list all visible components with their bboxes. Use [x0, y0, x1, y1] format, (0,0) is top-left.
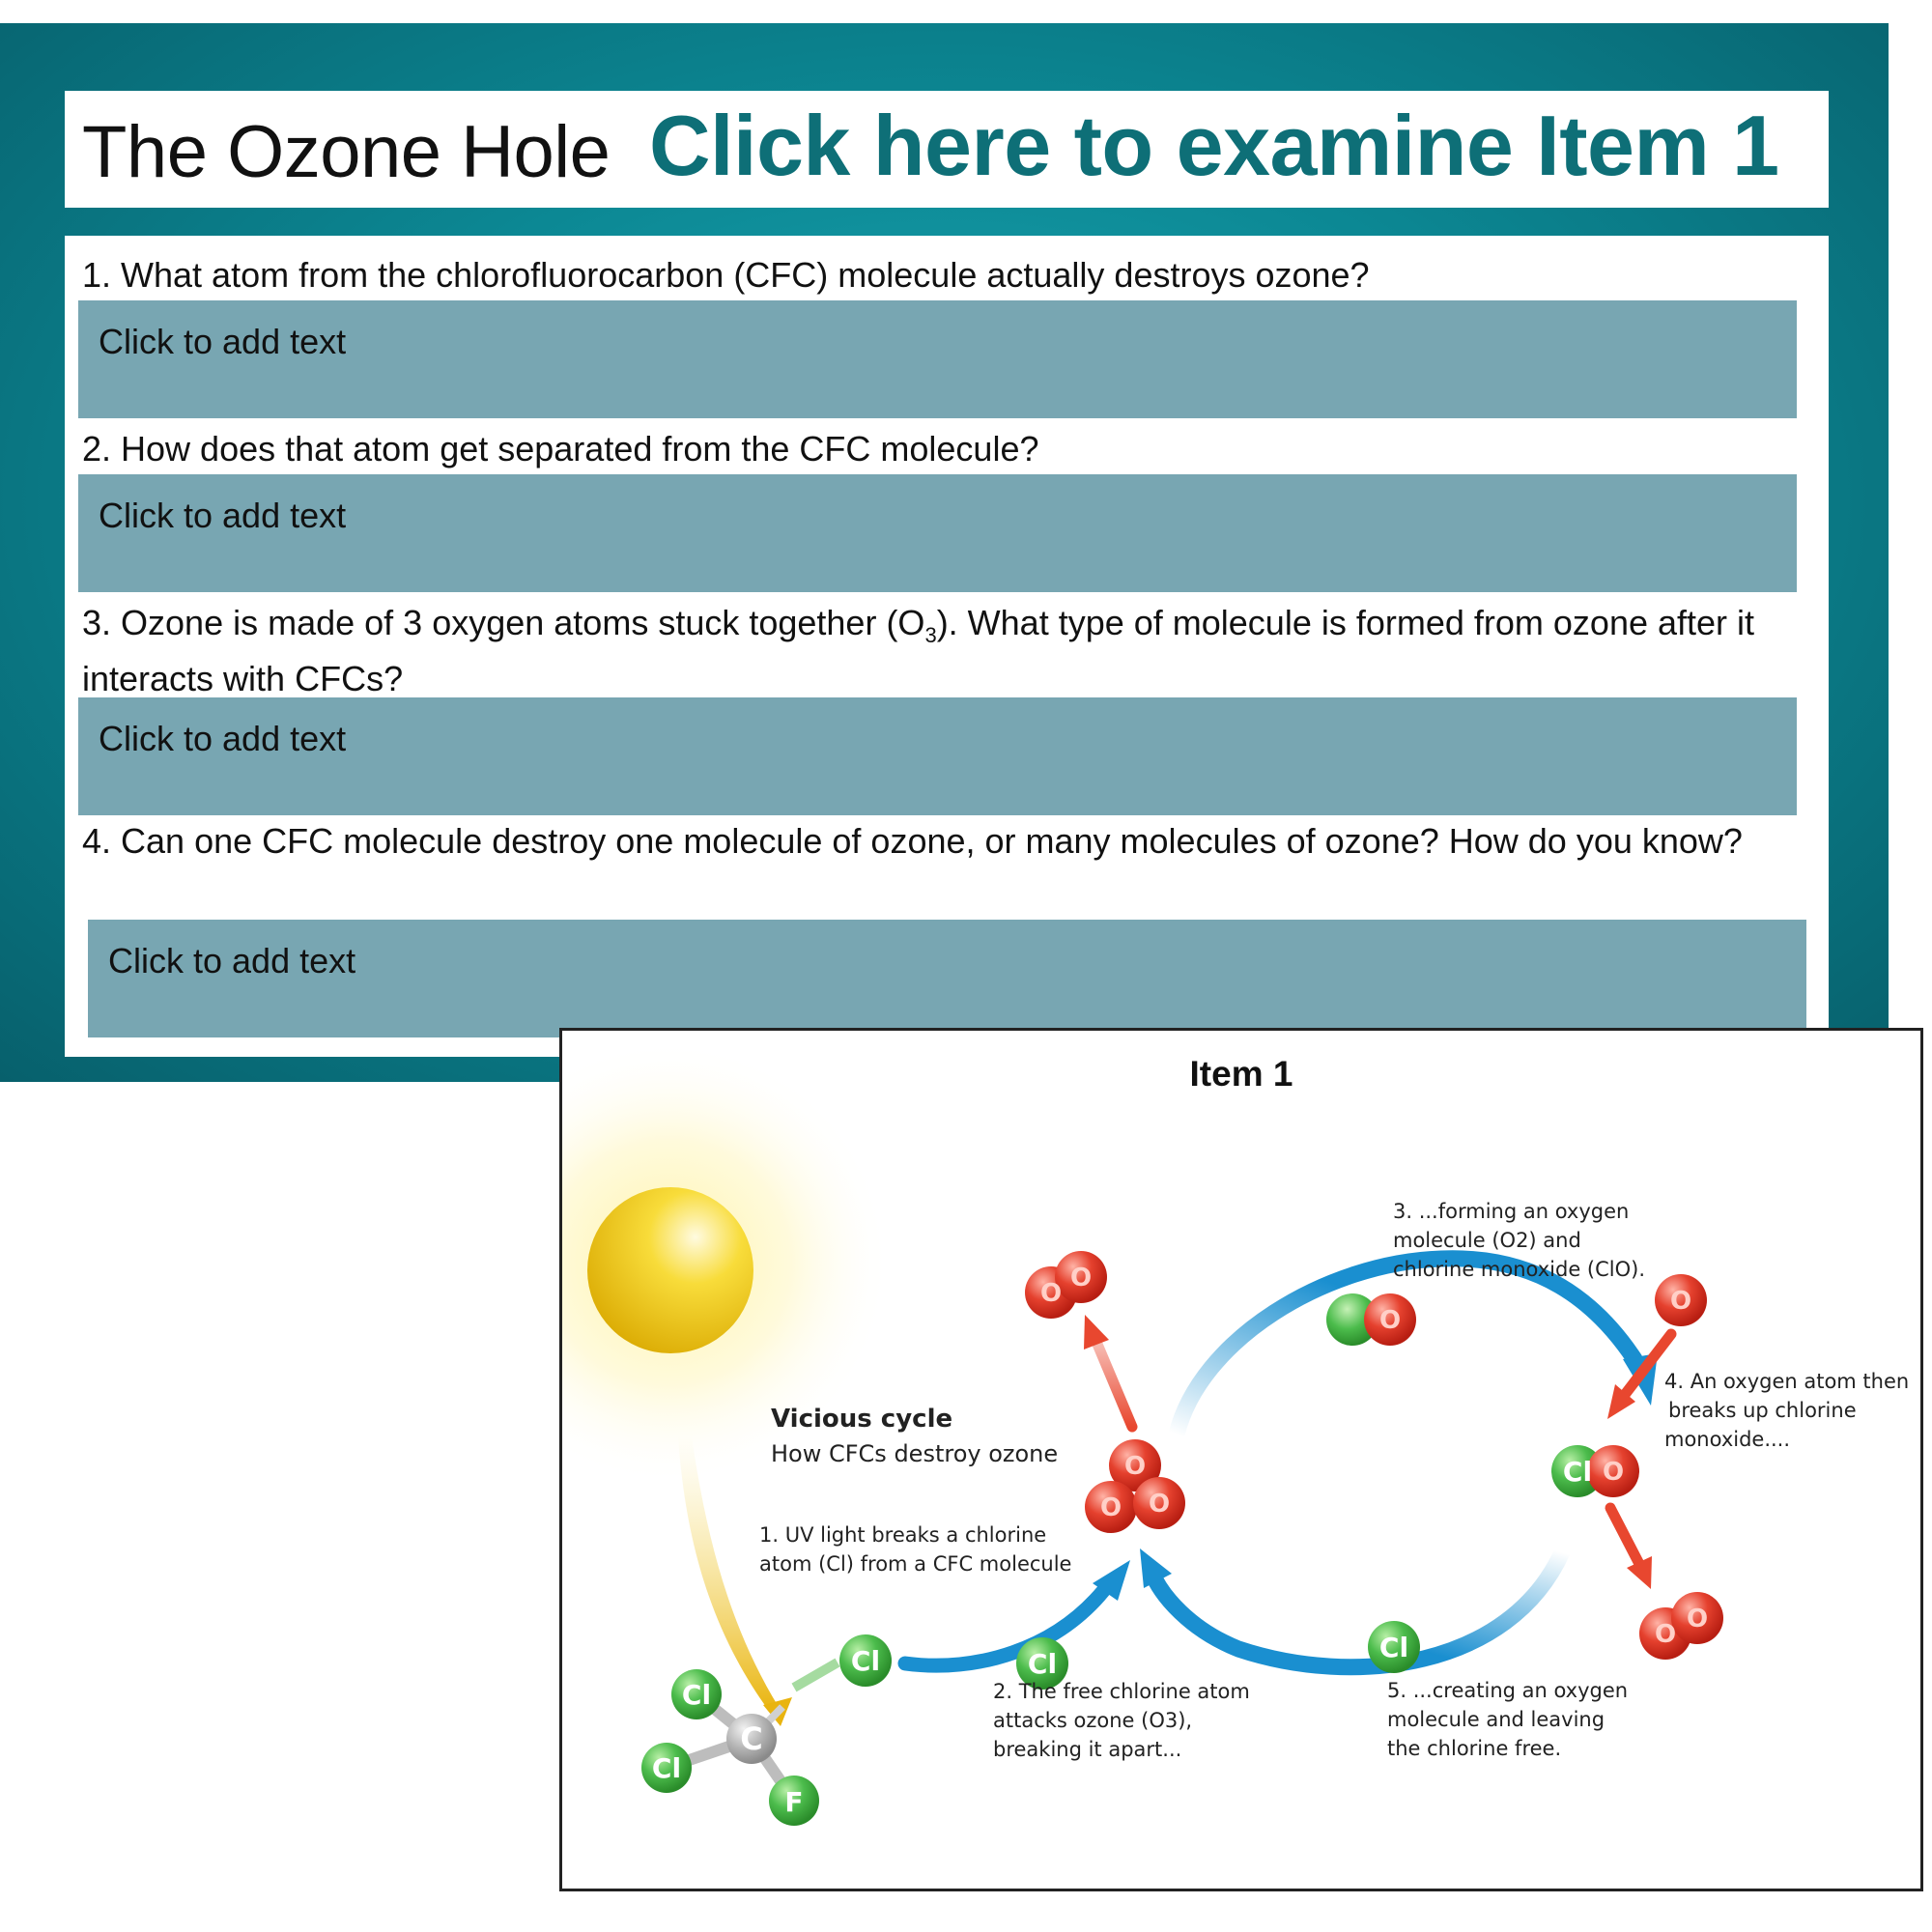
o2-release-arrow-2 — [1605, 1502, 1645, 1570]
clo-oxygen-atom-right — [1587, 1445, 1639, 1497]
step-3-line-2: molecule (O2) and — [1393, 1229, 1581, 1252]
clo-chlorine-atom-top — [1326, 1293, 1378, 1346]
cycle-heading: Vicious cycle — [771, 1405, 952, 1434]
step-3-line-3: chlorine monoxide (ClO). — [1393, 1258, 1645, 1281]
step-2-line-3: breaking it apart... — [993, 1738, 1181, 1761]
step-2-line-1: 2. The free chlorine atom — [993, 1680, 1250, 1703]
step-1-line-1: 1. UV light breaks a chlorine — [759, 1523, 1046, 1547]
ozone-oxygen-atom-1 — [1109, 1439, 1161, 1492]
o2-release-arrow-1 — [1091, 1336, 1138, 1433]
cycle-subheading: How CFCs destroy ozone — [771, 1440, 1058, 1467]
step-5-line-1: 5. ...creating an oxygen — [1387, 1679, 1628, 1702]
ozone-oxygen-atom-2 — [1085, 1481, 1137, 1533]
free-oxygen-label: O — [1670, 1287, 1691, 1316]
step-1-line-2: atom (Cl) from a CFC molecule — [759, 1552, 1071, 1576]
o2-release-arrowhead-1 — [1084, 1315, 1109, 1350]
free-oxygen-atom — [1655, 1274, 1707, 1326]
step-4-line-2: breaks up chlorine — [1668, 1399, 1857, 1422]
cfc-chlorine-atom-2 — [641, 1743, 692, 1793]
question-3-subscript: 3 — [924, 623, 937, 648]
step-5-line-3: the chlorine free. — [1387, 1737, 1561, 1760]
ozone-cycle-diagram: Cl Cl C F Cl Cl O O O O O O O — [562, 1040, 1909, 1826]
item-1-panel: Item 1 — [559, 1028, 1923, 1891]
answer-box-2[interactable]: Click to add text — [78, 474, 1797, 592]
step-4-line-3: monoxide.... — [1664, 1428, 1790, 1451]
step-2-line-2: attacks ozone (O3), — [993, 1709, 1192, 1732]
freed-chlorine-label: Cl — [851, 1645, 880, 1677]
clo-chlorine-atom-right — [1551, 1445, 1604, 1497]
step-4-line-1: 4. An oxygen atom then — [1664, 1370, 1909, 1393]
question-2: 2. How does that atom get separated from… — [82, 429, 1039, 469]
clo-oxygen-label-top: O — [1379, 1306, 1401, 1335]
freed-chlorine-atom — [839, 1634, 892, 1687]
sun-icon — [587, 1187, 753, 1353]
cfc-chlorine-label-1: Cl — [682, 1679, 711, 1711]
released-o2-atom-4 — [1671, 1592, 1723, 1644]
cycle-arrowhead-bottom — [1140, 1548, 1172, 1588]
uv-beam-arrow — [678, 1436, 779, 1711]
o2-release-arrowhead-2 — [1627, 1556, 1652, 1589]
question-4: 4. Can one CFC molecule destroy one mole… — [82, 821, 1743, 861]
answer-box-4[interactable]: Click to add text — [88, 920, 1806, 1037]
ozone-oxygen-label-3: O — [1149, 1490, 1170, 1519]
clo-oxygen-atom-top — [1364, 1293, 1416, 1346]
clo-chlorine-label-right: Cl — [1563, 1456, 1592, 1488]
clo-oxygen-label-right: O — [1603, 1458, 1624, 1487]
cfc-carbon-atom — [726, 1714, 777, 1764]
released-o2-label-4: O — [1687, 1605, 1708, 1634]
released-o2-label-1: O — [1040, 1279, 1062, 1308]
title-box: The Ozone Hole Click here to examine Ite… — [65, 91, 1829, 208]
oxygen-attack-arrow — [1618, 1328, 1677, 1402]
regenerated-chlorine-label: Cl — [1379, 1632, 1408, 1663]
page-title: The Ozone Hole — [82, 111, 611, 193]
attacking-chlorine-label: Cl — [1028, 1648, 1057, 1680]
step-3-line-1: 3. ...forming an oxygen — [1393, 1200, 1629, 1223]
slide-background: The Ozone Hole Click here to examine Ite… — [0, 23, 1889, 1082]
questions-panel: 1. What atom from the chlorofluorocarbon… — [65, 236, 1829, 1057]
step-5-line-2: molecule and leaving — [1387, 1708, 1605, 1731]
question-3-text-end: ). What type of molecule is formed from … — [82, 603, 1755, 699]
released-o2-label-3: O — [1655, 1620, 1676, 1649]
cfc-chlorine-atom-1 — [671, 1669, 722, 1719]
cfc-carbon-label: C — [740, 1720, 762, 1757]
question-3-text: 3. Ozone is made of 3 oxygen atoms stuck… — [82, 603, 925, 642]
answer-box-1[interactable]: Click to add text — [78, 300, 1797, 418]
question-1: 1. What atom from the chlorofluorocarbon… — [82, 255, 1370, 295]
cfc-chlorine-label-2: Cl — [652, 1752, 681, 1784]
cl-attack-arrow — [897, 1583, 1111, 1673]
released-o2-label-2: O — [1070, 1264, 1092, 1293]
answer-box-3[interactable]: Click to add text — [78, 697, 1797, 815]
cycle-arrow-top — [1168, 1250, 1643, 1443]
regenerated-chlorine-atom — [1368, 1621, 1420, 1673]
ozone-oxygen-atom-3 — [1133, 1477, 1185, 1529]
cycle-arrow-bottom — [1143, 1544, 1571, 1676]
cfc-molecule — [641, 1634, 892, 1826]
item-title: Item 1 — [1189, 1054, 1293, 1094]
attacking-chlorine-atom — [1016, 1637, 1068, 1690]
ozone-oxygen-label-1: O — [1124, 1452, 1146, 1481]
oxygen-attack-arrowhead — [1607, 1384, 1635, 1419]
cl-attack-arrowhead — [1093, 1560, 1130, 1601]
cfc-fluorine-label: F — [784, 1786, 803, 1818]
ozone-molecule — [1085, 1439, 1185, 1533]
cfc-fluorine-atom — [769, 1776, 819, 1826]
examine-item-link[interactable]: Click here to examine Item 1 — [649, 98, 1779, 193]
released-o2-atom-2 — [1055, 1251, 1107, 1303]
question-3: 3. Ozone is made of 3 oxygen atoms stuck… — [82, 601, 1802, 700]
ozone-oxygen-label-2: O — [1100, 1493, 1122, 1522]
